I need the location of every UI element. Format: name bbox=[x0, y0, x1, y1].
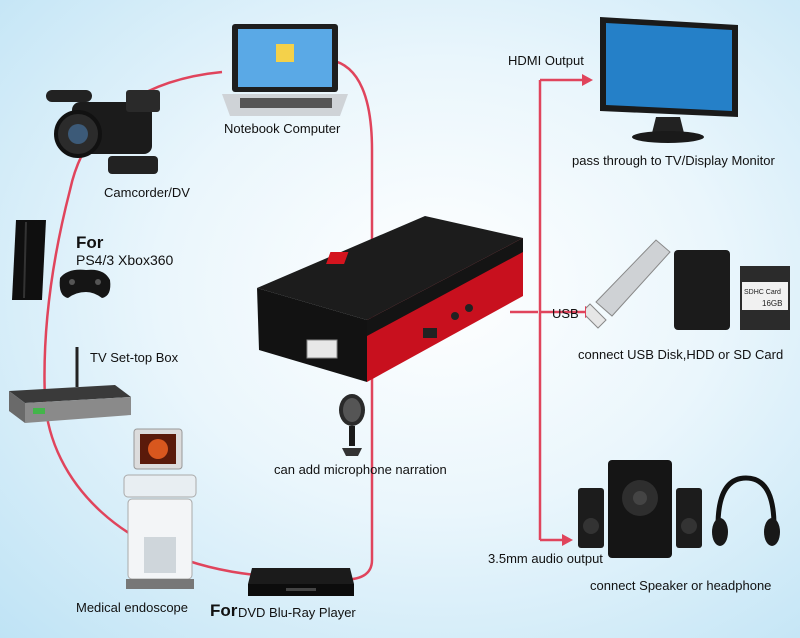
hdmi-output-label: HDMI Output bbox=[508, 53, 584, 68]
usb-storage-icon: SDHC Card 16GB bbox=[586, 232, 798, 336]
settop-label: TV Set-top Box bbox=[90, 350, 178, 365]
sd-card-size: 16GB bbox=[762, 299, 782, 308]
endoscope-icon bbox=[110, 425, 210, 597]
monitor-icon bbox=[596, 15, 742, 145]
dvd-label: DVD Blu-Ray Player bbox=[238, 605, 356, 620]
camcorder-label: Camcorder/DV bbox=[104, 185, 190, 200]
sd-card-brand: SDHC Card bbox=[744, 289, 781, 296]
usb-desc-label: connect USB Disk,HDD or SD Card bbox=[578, 347, 783, 362]
speaker-label: connect Speaker or headphone bbox=[590, 578, 771, 593]
usb-label: USB bbox=[552, 306, 579, 321]
endoscope-label: Medical endoscope bbox=[76, 600, 188, 615]
audio-output-label: 3.5mm audio output bbox=[488, 551, 603, 566]
camcorder-icon bbox=[42, 72, 172, 182]
notebook-label: Notebook Computer bbox=[224, 121, 340, 136]
console-for-label: For bbox=[76, 233, 103, 253]
microphone-icon bbox=[332, 392, 372, 458]
console-label: PS4/3 Xbox360 bbox=[76, 252, 173, 268]
notebook-icon bbox=[220, 22, 350, 122]
dvd-player-icon bbox=[246, 562, 358, 602]
mic-label: can add microphone narration bbox=[274, 462, 447, 477]
speaker-icon bbox=[572, 456, 788, 566]
capture-device-icon bbox=[255, 212, 527, 390]
dvd-for-label: For bbox=[210, 601, 237, 621]
monitor-label: pass through to TV/Display Monitor bbox=[572, 153, 775, 168]
